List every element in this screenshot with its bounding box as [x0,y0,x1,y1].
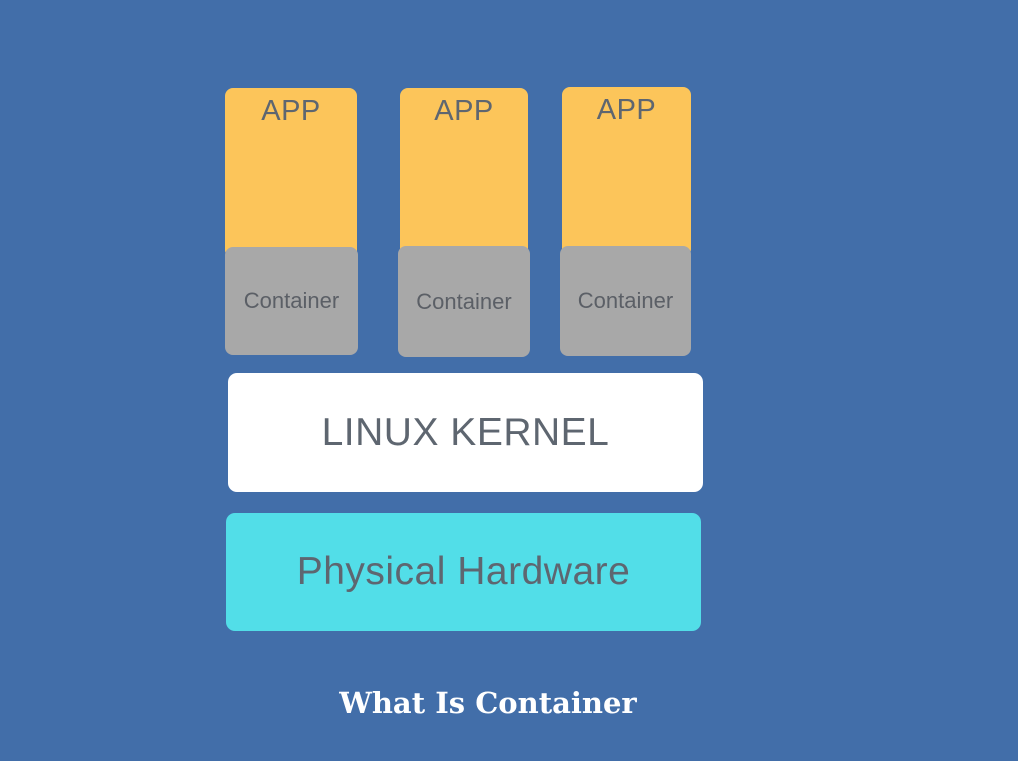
container-label-1: Container [243,288,340,313]
container-box-3: Container [560,246,691,356]
diagram-caption: What Is Container [339,686,637,720]
physical-hardware-label: Physical Hardware [296,550,631,593]
container-label-2: Container [416,288,512,314]
container-box-2: Container [398,246,530,357]
linux-kernel-label: LINUX KERNEL [321,410,610,454]
container-label-3: Container [577,288,674,313]
app-box-1: APP [225,88,357,258]
app-label-1: APP [261,95,321,127]
physical-hardware-layer: Physical Hardware [226,513,701,631]
app-label-2: APP [434,95,494,127]
app-box-3: APP [562,87,691,257]
app-box-2: APP [400,88,528,258]
app-label-3: APP [596,94,657,126]
container-box-1: Container [225,247,358,355]
linux-kernel-layer: LINUX KERNEL [228,373,703,492]
